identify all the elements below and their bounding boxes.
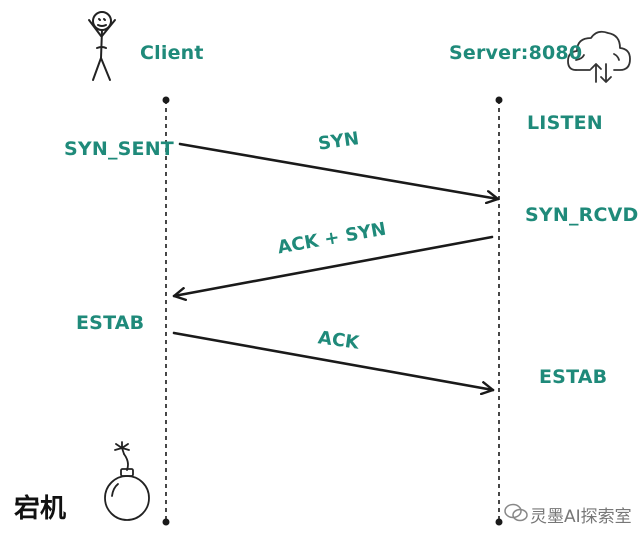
server-state-syn-rcvd: SYN_RCVD <box>525 204 639 226</box>
wechat-icon <box>504 503 528 522</box>
server-label: Server:8080 <box>449 42 583 64</box>
cloud-upload-download-icon <box>567 30 631 83</box>
server-lifeline <box>495 96 503 526</box>
arrow-syn <box>178 142 500 199</box>
arrow-ack-syn <box>172 235 494 296</box>
server-state-estab: ESTAB <box>539 366 608 388</box>
stick-figure-icon <box>88 11 116 81</box>
crash-label: 宕机 <box>14 494 67 524</box>
watermark-text: 灵墨AI探索室 <box>530 507 632 527</box>
bomb-icon <box>104 441 150 521</box>
client-lifeline <box>162 96 170 526</box>
client-state-estab: ESTAB <box>76 312 145 334</box>
client-label: Client <box>140 42 204 64</box>
server-state-listen: LISTEN <box>527 112 603 134</box>
client-state-syn-sent: SYN_SENT <box>64 138 174 160</box>
arrow-ack <box>172 331 495 390</box>
